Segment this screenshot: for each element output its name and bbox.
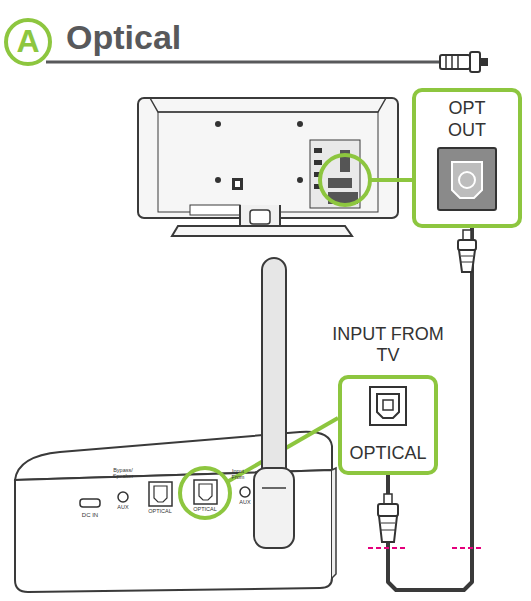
port-label: AUX [113, 505, 133, 511]
title: Optical [66, 20, 181, 56]
port-name: OPT OUT [435, 98, 499, 141]
port-label: Input From [227, 469, 249, 481]
port-label: AUX [235, 500, 255, 506]
port-label: DC IN [75, 512, 105, 518]
optical-cable [388, 228, 472, 590]
section-letter: A [8, 25, 48, 59]
callout-box: OPT OUT [412, 88, 522, 228]
port-label: Bypass/ Speaker [106, 468, 140, 480]
port-name: OPTICAL [342, 443, 434, 465]
port-label: OPTICAL [143, 509, 177, 515]
callout-heading: INPUT FROM TV [322, 324, 454, 367]
port-label: OPTICAL [188, 507, 222, 513]
callout-box: INPUT FROM TVOPTICAL [338, 375, 438, 475]
